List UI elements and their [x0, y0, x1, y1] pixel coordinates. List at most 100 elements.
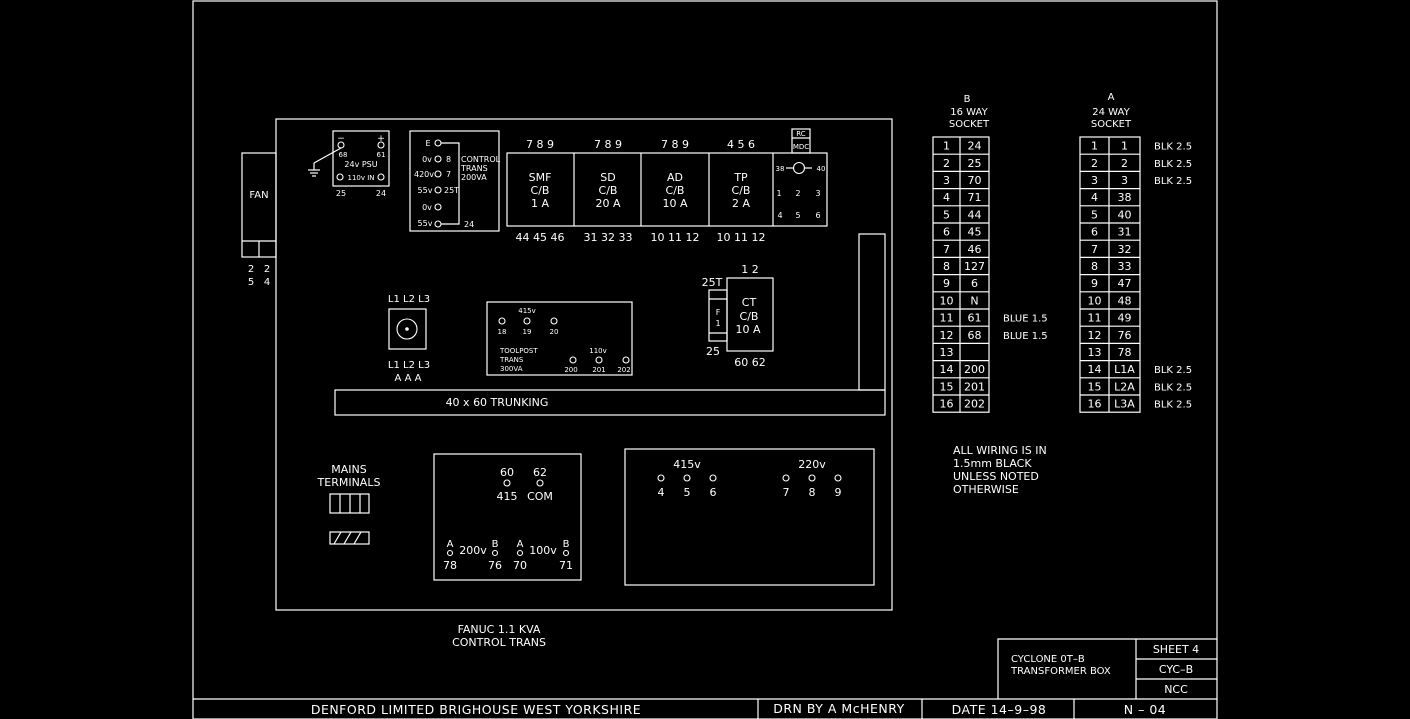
- pin-number: 4: [943, 191, 950, 204]
- pin-number: 11: [940, 312, 954, 325]
- fanuc-caption: FANUC 1.1 KVA: [458, 623, 541, 636]
- svg-text:B: B: [492, 539, 499, 550]
- svg-text:C/B: C/B: [732, 184, 751, 197]
- table-row: 4 71: [943, 191, 982, 204]
- breaker-sd: 7 8 9 SD C/B 20 A 31 32 33: [584, 138, 633, 244]
- table-row: 2 25: [943, 157, 982, 170]
- svg-text:55v: 55v: [418, 219, 433, 228]
- svg-text:ALL WIRING IS IN: ALL WIRING IS IN: [953, 444, 1047, 457]
- wire-number: 33: [1118, 260, 1132, 273]
- svg-text:7 8 9: 7 8 9: [594, 138, 622, 151]
- svg-text:420v: 420v: [414, 170, 434, 179]
- wire-number: 25: [968, 157, 982, 170]
- pin-number: 2: [943, 157, 950, 170]
- pin-number: 3: [943, 174, 950, 187]
- svg-text:24: 24: [376, 189, 386, 198]
- sheet-number: SHEET 4: [1153, 643, 1199, 656]
- svg-text:1: 1: [776, 189, 781, 198]
- fan-terminal: 4: [264, 277, 270, 288]
- fanuc-caption: CONTROL TRANS: [452, 636, 546, 649]
- pin-number: 13: [1088, 346, 1102, 359]
- wire-number: 31: [1118, 226, 1132, 239]
- wire-number: 48: [1118, 294, 1132, 307]
- drawn-by: DRN BY A McHENRY: [773, 701, 905, 716]
- svg-text:200v: 200v: [459, 544, 487, 557]
- svg-text:2: 2: [795, 189, 800, 198]
- svg-text:10 11 12: 10 11 12: [651, 231, 700, 244]
- svg-text:2 A: 2 A: [732, 197, 750, 210]
- svg-text:0v: 0v: [422, 203, 432, 212]
- svg-text:7: 7: [783, 486, 790, 499]
- svg-text:OTHERWISE: OTHERWISE: [953, 483, 1019, 496]
- svg-text:40 x 60 TRUNKING: 40 x 60 TRUNKING: [446, 396, 549, 409]
- svg-text:60 62: 60 62: [734, 356, 766, 369]
- pin-number: 1: [943, 140, 950, 153]
- svg-text:10 11 12: 10 11 12: [717, 231, 766, 244]
- pin-number: 2: [1091, 157, 1098, 170]
- svg-text:68: 68: [339, 151, 348, 159]
- wire-note: BLK 2.5: [1154, 365, 1192, 376]
- svg-text:6: 6: [710, 486, 717, 499]
- wire-number: 46: [968, 243, 982, 256]
- pin-number: 7: [1091, 243, 1098, 256]
- svg-text:76: 76: [488, 559, 502, 572]
- wire-number: 40: [1118, 208, 1132, 221]
- wire-number: 44: [968, 208, 982, 221]
- svg-text:B: B: [964, 94, 971, 105]
- drawing-title: CYCLONE 0T–B: [1011, 654, 1085, 665]
- pin-number: 4: [1091, 191, 1098, 204]
- wire-number: 71: [968, 191, 982, 204]
- breaker-smf: 7 8 9 SMF C/B 1 A 44 45 46: [516, 138, 565, 244]
- svg-text:415v: 415v: [518, 307, 536, 315]
- svg-text:1 A: 1 A: [531, 197, 549, 210]
- svg-text:9: 9: [835, 486, 842, 499]
- wire-note: BLUE 1.5: [1003, 314, 1048, 325]
- wire-note: BLK 2.5: [1154, 382, 1192, 393]
- fan-terminal: 2: [264, 264, 270, 275]
- svg-text:CT: CT: [742, 296, 757, 309]
- ncc-label: NCC: [1164, 683, 1188, 696]
- svg-text:71: 71: [559, 559, 573, 572]
- wire-number: L1A: [1114, 363, 1135, 376]
- svg-text:CONTROL: CONTROL: [461, 155, 501, 164]
- svg-text:TP: TP: [733, 171, 748, 184]
- pin-number: 6: [1091, 226, 1098, 239]
- table-row: 13: [940, 346, 954, 359]
- wire-number: L2A: [1114, 380, 1135, 393]
- breaker-ad: 7 8 9 AD C/B 10 A 10 11 12: [651, 138, 700, 244]
- wire-number: 61: [968, 312, 982, 325]
- wire-note: BLK 2.5: [1154, 400, 1192, 411]
- svg-text:18: 18: [498, 328, 507, 336]
- wire-note: BLK 2.5: [1154, 159, 1192, 170]
- svg-text:UNLESS NOTED: UNLESS NOTED: [953, 470, 1039, 483]
- svg-text:38: 38: [776, 165, 785, 173]
- wire-number: 45: [968, 226, 982, 239]
- svg-text:415v: 415v: [673, 458, 701, 471]
- svg-text:8: 8: [446, 155, 451, 164]
- svg-text:MDC: MDC: [793, 143, 809, 151]
- svg-text:25T: 25T: [444, 186, 459, 195]
- svg-text:7: 7: [446, 170, 451, 179]
- table-row: 6 31: [1091, 226, 1132, 239]
- svg-text:C/B: C/B: [599, 184, 618, 197]
- svg-text:202: 202: [617, 366, 630, 374]
- wire-number: 76: [1118, 329, 1132, 342]
- pin-number: 5: [943, 208, 950, 221]
- pin-number: 3: [1091, 174, 1098, 187]
- wire-note: BLK 2.5: [1154, 142, 1192, 153]
- pin-number: 16: [940, 398, 954, 411]
- svg-text:C/B: C/B: [666, 184, 685, 197]
- pin-number: 14: [1088, 363, 1102, 376]
- mdc-contactor: RC MDC 38 40 1 2 3 4 5 6: [776, 128, 825, 220]
- svg-text:1 2: 1 2: [741, 263, 759, 276]
